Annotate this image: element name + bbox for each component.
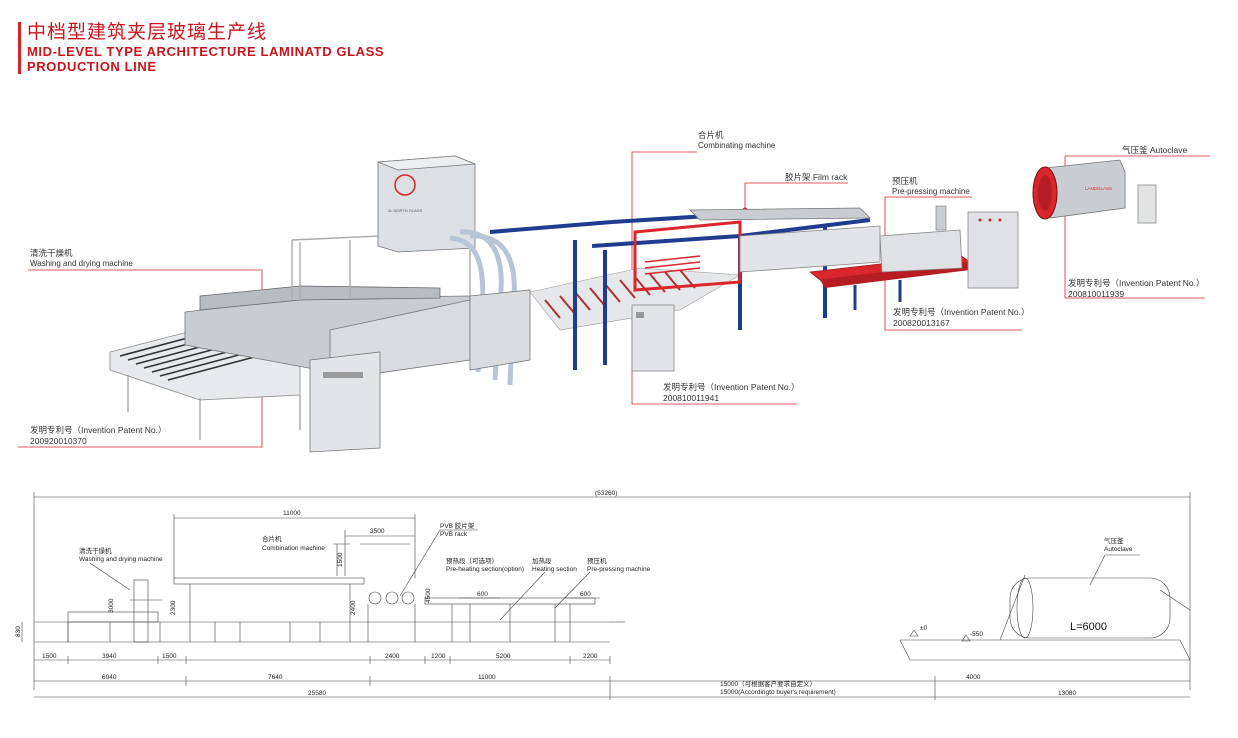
label-washing-en: Washing and drying machine	[30, 259, 133, 268]
label-autoclave: 气压釜 Autoclave	[1122, 145, 1188, 155]
prepress-machine-illustration	[808, 205, 1019, 310]
drawing-combination-cn: 合片机	[262, 534, 282, 543]
drawing-combination-en: Combination machine	[262, 545, 325, 552]
title-en-line1: MID-LEVEL TYPE ARCHITECTURE LAMINATD GLA…	[27, 44, 385, 59]
drawing-preheat-en: Pre-heating section(option)	[446, 566, 524, 573]
label-film-rack: 胶片架 Film rack	[785, 172, 848, 182]
drawing-preheat-cn: 预热段（可选项）	[446, 556, 498, 565]
dim-7640: 7640	[268, 674, 283, 681]
patent-label-prepress: 发明专利号（Invention Patent No.）	[893, 307, 1030, 317]
page-header: 中档型建筑夹层玻璃生产线 MID-LEVEL TYPE ARCHITECTURE…	[18, 22, 384, 74]
dim-4500: 4500	[425, 588, 432, 603]
dim-3500: 3500	[370, 528, 385, 535]
dim-minus-550: -550	[970, 631, 983, 638]
dim-2300: 2300	[170, 600, 177, 615]
drawing-pvb-cn: PVB 胶片架	[440, 521, 475, 530]
dim-25580: 25580	[308, 690, 326, 697]
title-cn: 中档型建筑夹层玻璃生产线	[27, 22, 268, 43]
label-combining-en: Combinating machine	[698, 141, 776, 150]
dim-11000-top: 11000	[283, 510, 301, 517]
production-line-illustration: ZL NORTH GLASS	[18, 151, 1210, 453]
panel-brand-text: ZL NORTH GLASS	[388, 208, 423, 213]
drawing-washing-cn: 清洗干燥机	[79, 546, 112, 555]
dim-4000: 4000	[966, 674, 981, 681]
dim-600-a: 600	[477, 591, 488, 598]
autoclave-brand-text: LANDGLASS	[1085, 186, 1112, 191]
drawing-autoclave-cn: 气压釜	[1104, 536, 1124, 545]
patent-no-autoclave: 200810011939	[1068, 289, 1125, 299]
dim-1500-a: 1500	[42, 653, 57, 660]
drawing-autoclave-en: Autoclave	[1104, 546, 1133, 553]
dim-830: 830	[15, 626, 22, 637]
drawing-washing-en: Washing and drying machine	[79, 556, 163, 563]
dim-zero: ±0	[920, 625, 928, 632]
washing-machine-illustration: ZL NORTH GLASS	[109, 155, 531, 453]
patent-no-prepress: 200820013167	[893, 318, 950, 328]
title-en-line2: PRODUCTION LINE	[27, 59, 157, 74]
dim-3000: 3000	[108, 598, 115, 613]
drawing-heating-cn: 加热段	[532, 556, 552, 565]
patent-no-washing: 200920010370	[30, 436, 87, 446]
autoclave-illustration: LANDGLASS	[1032, 159, 1157, 224]
dim-600-b: 600	[580, 591, 591, 598]
dim-2200: 2200	[583, 653, 598, 660]
drawing-prepress-cn: 预压机	[587, 556, 607, 565]
dim-total: (53260)	[595, 490, 617, 497]
dim-6940: 6940	[102, 674, 117, 681]
note-cn: 15000（可根据客户要求自定义）	[720, 679, 816, 688]
combining-machine-illustration	[489, 207, 881, 372]
label-prepress-cn: 预压机	[892, 176, 918, 186]
dim-1500-v: 1500	[337, 552, 344, 567]
conveyor-illustration	[529, 267, 741, 331]
autoclave-length: L=6000	[1070, 621, 1107, 633]
patent-label-autoclave: 发明专利号（Invention Patent No.）	[1068, 278, 1205, 288]
dim-2400: 2400	[385, 653, 400, 660]
patent-no-combining: 200810011941	[663, 393, 720, 403]
patent-label-washing: 发明专利号（Invention Patent No.）	[30, 425, 167, 435]
label-combining-cn: 合片机	[698, 130, 724, 140]
dim-5200: 5200	[496, 653, 511, 660]
drawing-pvb-en: PVB rack	[440, 531, 468, 538]
dim-3940: 3940	[102, 653, 117, 660]
drawing-prepress-en: Pre-pressing machine	[587, 566, 651, 573]
dim-11000: 11000	[478, 674, 496, 681]
dim-2400-v: 2400	[350, 600, 357, 615]
dim-1200: 1200	[431, 653, 446, 660]
drawing-heating-en: Heating section	[532, 566, 577, 573]
note-en: 15000(Accordingto buyer's requirement)	[720, 689, 836, 696]
dim-13080: 13080	[1058, 690, 1076, 697]
label-washing-cn: 清洗干燥机	[30, 248, 73, 258]
label-prepress-en: Pre-pressing machine	[892, 187, 970, 196]
patent-label-combining: 发明专利号（Invention Patent No.）	[663, 382, 800, 392]
dim-1500-b: 1500	[162, 653, 177, 660]
